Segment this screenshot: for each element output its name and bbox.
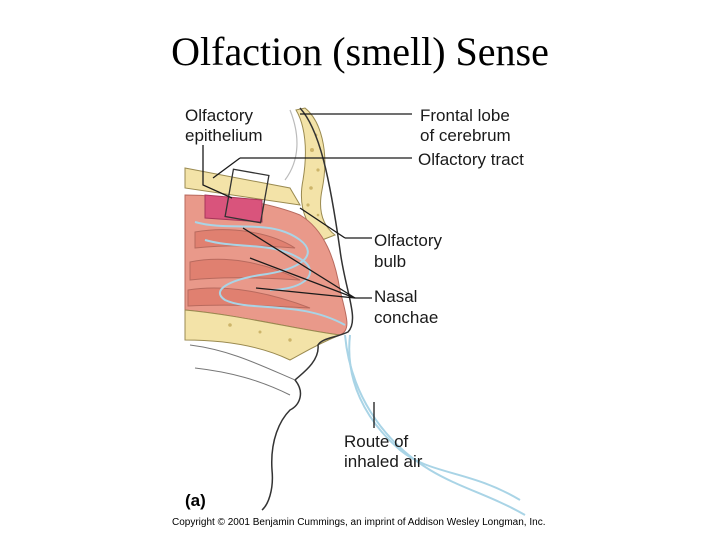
label-olfactory-bulb: Olfactory bulb — [374, 231, 443, 271]
inhaled-air-route — [194, 221, 526, 516]
panel-letter: (a) — [185, 491, 206, 510]
svg-text:Route of: Route of — [344, 432, 409, 451]
copyright-text: Copyright © 2001 Benjamin Cummings, an i… — [172, 517, 545, 528]
slide-title: Olfaction (smell) Sense — [171, 29, 549, 74]
svg-text:Olfactory: Olfactory — [374, 231, 443, 250]
epithelium-inset-box — [224, 168, 270, 224]
label-nasal-conchae: Nasal conchae — [374, 287, 438, 327]
svg-text:inhaled air: inhaled air — [344, 452, 423, 471]
frontal-lobe-outline — [284, 109, 298, 181]
palate-texture — [228, 323, 292, 342]
svg-text:Nasal: Nasal — [374, 287, 417, 306]
svg-text:epithelium: epithelium — [185, 126, 263, 145]
svg-text:of cerebrum: of cerebrum — [420, 126, 511, 145]
olfactory-epithelium-patch — [204, 194, 263, 223]
label-olfactory-epithelium: Olfactory epithelium — [185, 106, 263, 145]
label-route-of-air: Route of inhaled air — [344, 432, 423, 471]
svg-text:conchae: conchae — [374, 308, 438, 327]
svg-text:bulb: bulb — [374, 252, 406, 271]
palate-bone — [184, 309, 341, 361]
mouth-outline — [189, 344, 296, 396]
label-frontal-lobe: Frontal lobe of cerebrum — [420, 106, 511, 145]
svg-text:Frontal lobe: Frontal lobe — [420, 106, 510, 125]
label-olfactory-tract: Olfactory tract — [418, 150, 524, 169]
leader-lines — [202, 113, 412, 428]
face-profile-outline — [261, 107, 354, 511]
svg-text:Olfactory tract: Olfactory tract — [418, 150, 524, 169]
svg-text:Olfactory: Olfactory — [185, 106, 254, 125]
